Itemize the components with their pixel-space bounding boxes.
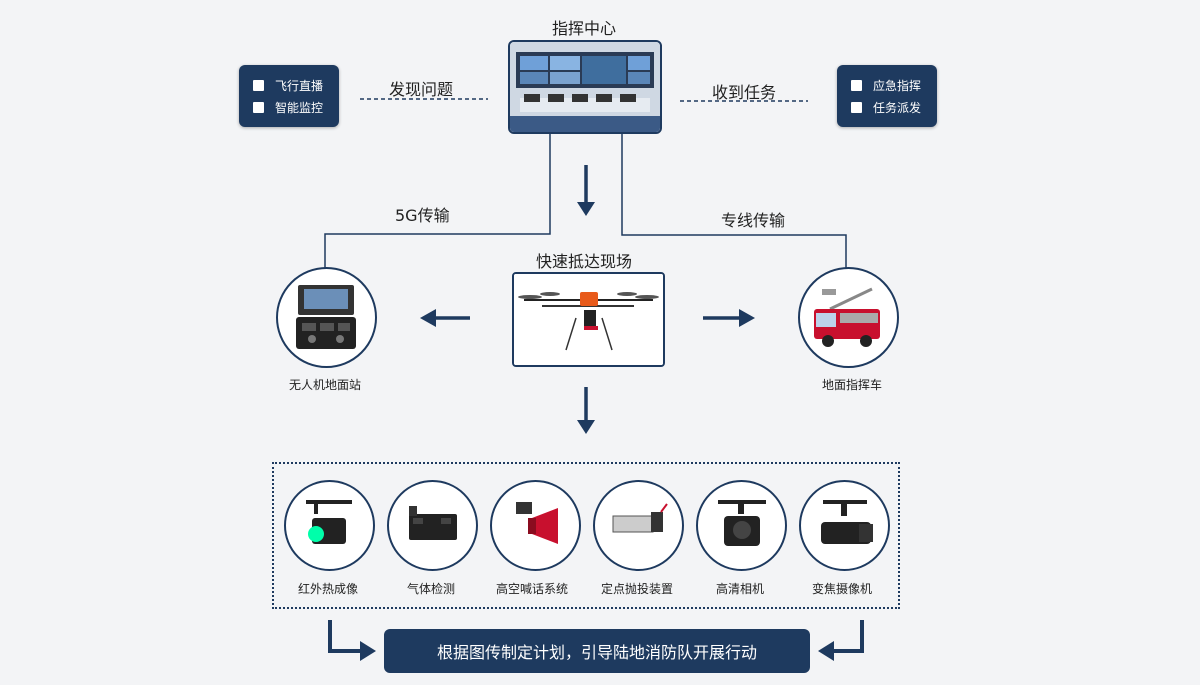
checkbox-icon[interactable] [851,80,862,91]
left-panel-item: 智能监控 [275,101,324,115]
payload-label: 红外热成像 [298,582,359,596]
label-5g: 5G传输 [395,206,450,225]
right-panel-item: 应急指挥 [873,79,922,93]
label-arrive: 快速抵达现场 [536,252,633,271]
left-panel-item: 飞行直播 [275,79,324,93]
label-dedicated: 专线传输 [721,211,786,230]
right-feature-panel: 应急指挥 任务派发 [837,65,937,127]
payload-label: 气体检测 [407,582,456,596]
payload-label: 高空喊话系统 [496,582,569,596]
checkbox-icon[interactable] [253,80,264,91]
payload-zoom-camera-image [799,480,890,571]
label-command-vehicle: 地面指挥车 [822,378,883,392]
left-feature-panel: 飞行直播 智能监控 [239,65,339,127]
payload-label: 变焦摄像机 [812,582,873,596]
payload-label: 定点抛投装置 [601,582,674,596]
arrow-bent-right [832,620,864,653]
arrow-bent-left [328,620,362,653]
checkbox-icon[interactable] [851,102,862,113]
line-dedicated [621,132,847,268]
line-5g [324,132,551,268]
drone-image [512,272,665,367]
label-discover: 发现问题 [389,80,454,99]
right-panel-item: 任务派发 [873,101,922,115]
payload-speaker-image [490,480,581,571]
label-receive: 收到任务 [712,83,777,102]
payload-thermal-image [284,480,375,571]
payload-label: 高清相机 [716,582,765,596]
command-vehicle-image [798,267,899,368]
payload-drop-image [593,480,684,571]
ground-station-image [276,267,377,368]
payloads-box [272,462,900,609]
checkbox-icon[interactable] [253,102,264,113]
payload-hd-camera-image [696,480,787,571]
action-banner: 根据图传制定计划，引导陆地消防队开展行动 [384,629,810,673]
command-center-image [508,40,662,134]
command-center-title: 指挥中心 [552,19,617,38]
payload-gas-image [387,480,478,571]
label-ground-station: 无人机地面站 [289,378,362,392]
action-banner-text: 根据图传制定计划，引导陆地消防队开展行动 [436,643,757,662]
